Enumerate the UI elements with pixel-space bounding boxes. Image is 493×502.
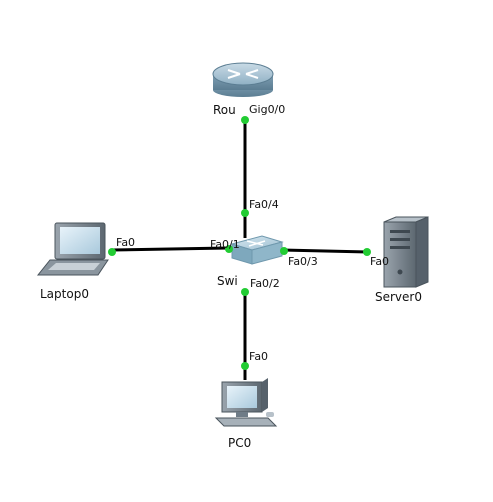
port-dot-laptop-fa0 [108,248,116,256]
pc-device[interactable] [214,378,278,427]
port-dot-switch-fa03 [280,247,288,255]
router-arrows-icon [227,69,259,79]
port-label-server-fa0: Fa0 [370,255,389,268]
port-labels: Gig0/0 Fa0/4 Fa0 Fa0/1 Fa0/3 Fa0 Fa0/2 F… [116,103,389,363]
port-label-router-gig00: Gig0/0 [249,103,285,116]
device-label-server: Server0 [375,290,422,304]
device-label-router: Rou [213,103,236,117]
port-dot-switch-fa01 [225,245,233,253]
device-labels: Rou Swi Laptop0 Server0 PC0 [40,103,422,450]
port-label-switch-fa01: Fa0/1 [210,238,240,251]
router-device[interactable] [212,62,274,97]
switch-arrows-icon [246,240,266,247]
server-device[interactable] [383,216,429,288]
link-switch-server[interactable] [281,248,369,254]
port-dot-pc-fa0 [241,362,249,370]
port-label-switch-fa02: Fa0/2 [250,277,280,290]
port-dot-switch-fa02 [241,288,249,296]
port-label-switch-fa04: Fa0/4 [249,198,279,211]
port-indicators [108,116,371,370]
link-laptop-switch[interactable] [111,246,229,252]
switch-device[interactable] [230,235,284,265]
port-dot-switch-fa04 [241,209,249,217]
laptop-device[interactable] [36,222,109,276]
port-label-pc-fa0: Fa0 [249,350,268,363]
port-dot-router-gig00 [241,116,249,124]
device-label-switch: Swi [217,274,238,288]
port-label-switch-fa03: Fa0/3 [288,255,318,268]
port-label-laptop-fa0: Fa0 [116,236,135,249]
device-label-pc: PC0 [228,436,251,450]
port-dot-server-fa0 [363,248,371,256]
device-label-laptop: Laptop0 [40,287,89,301]
